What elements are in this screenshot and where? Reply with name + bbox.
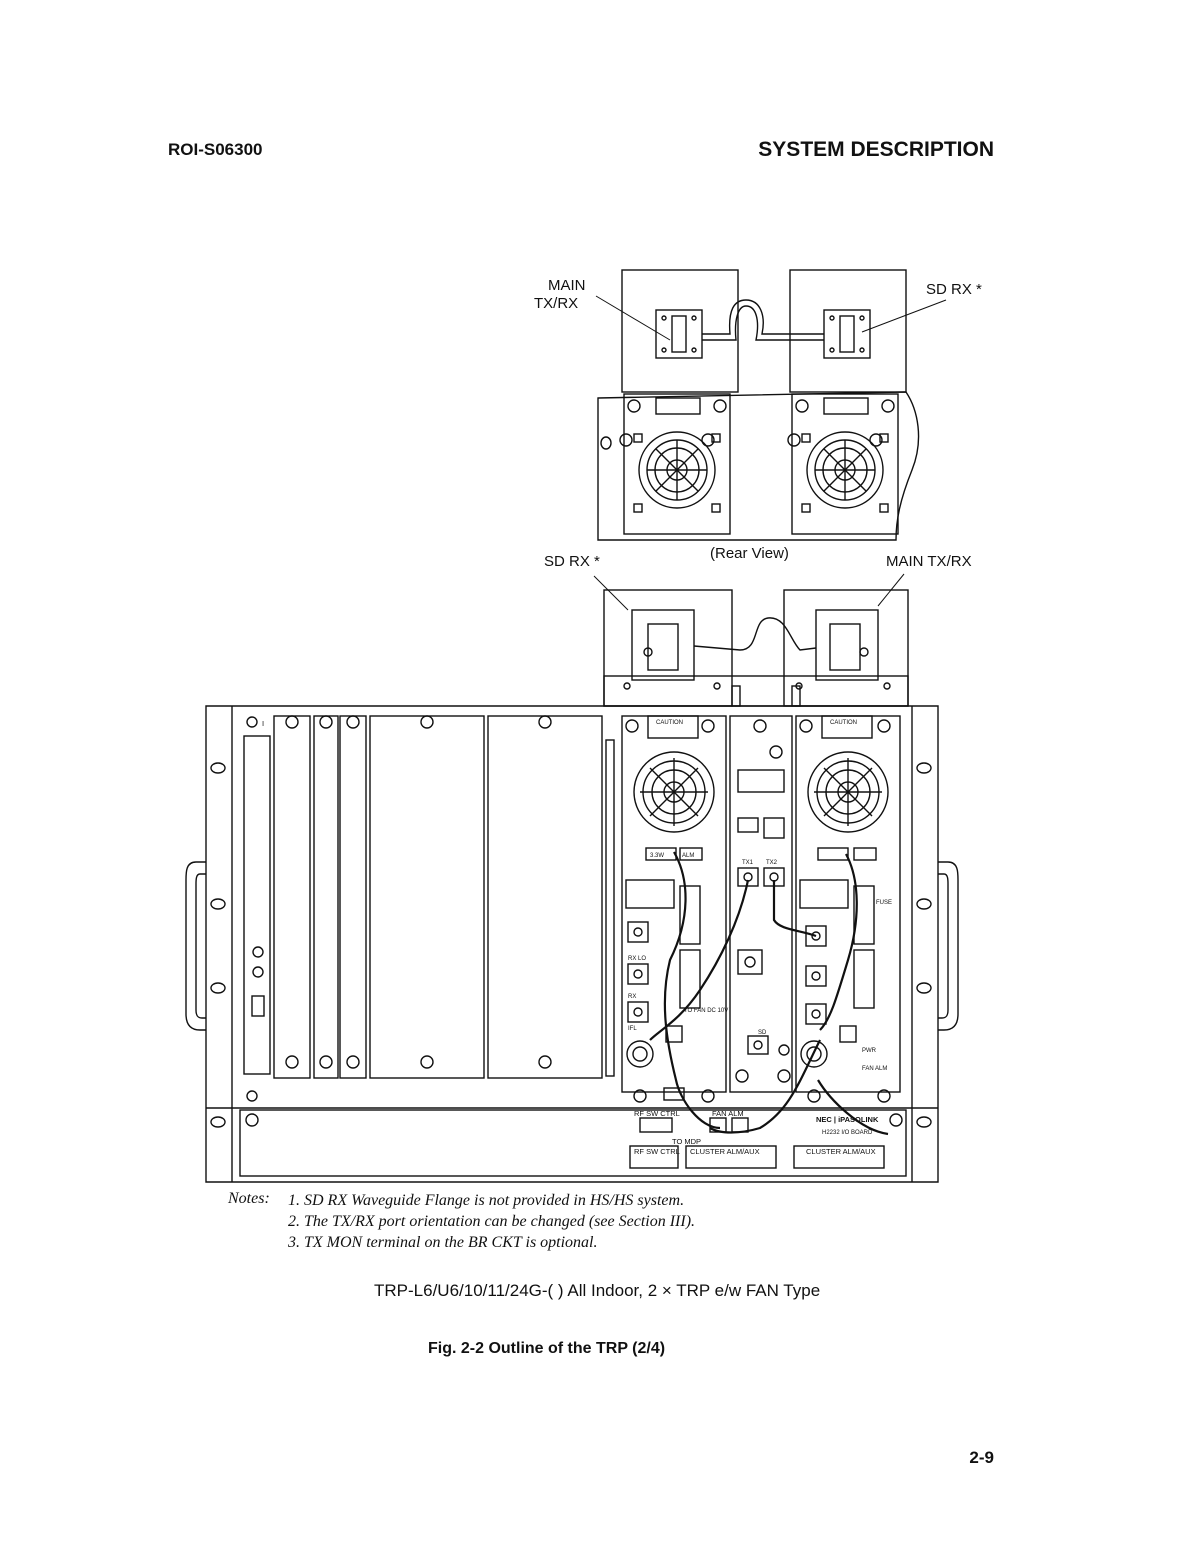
- trp-unit-2: CAUTION FUSE PWR FAN ALM: [795, 715, 901, 1103]
- svg-text:FAN ALM: FAN ALM: [862, 1066, 887, 1072]
- rear-fan-unit-right: [787, 393, 899, 535]
- main-waveguide-housing: [621, 269, 739, 393]
- svg-text:RX LO: RX LO: [628, 956, 646, 962]
- left-handle: [185, 861, 206, 1031]
- notes-list: 1. SD RX Waveguide Flange is not provide…: [288, 1190, 695, 1253]
- figure-caption: Fig. 2-2 Outline of the TRP (2/4): [428, 1340, 666, 1357]
- svg-text:TO FAN DC 10V: TO FAN DC 10V: [684, 1008, 728, 1014]
- rear-fan-unit-left: [619, 393, 731, 535]
- note-item: 3. TX MON terminal on the BR CKT is opti…: [288, 1234, 598, 1251]
- label-brand: NEC | iPASOLINK: [816, 1115, 879, 1124]
- page-number: 2-9: [969, 1448, 994, 1467]
- svg-text:TX2: TX2: [766, 860, 778, 866]
- sd-flange: [823, 309, 871, 359]
- label-sd-rx-top: SD RX *: [926, 281, 982, 298]
- label-rf-sw-ctrl-2: RF SW CTRL: [634, 1147, 680, 1156]
- sd-waveguide-housing: [789, 269, 907, 393]
- left-module-bay: I: [243, 715, 615, 1102]
- front-cables: [649, 851, 889, 1136]
- svg-text:PWR: PWR: [862, 1048, 877, 1054]
- right-handle: [938, 861, 959, 1031]
- svg-text:RX: RX: [628, 994, 636, 1000]
- svg-text:TX1: TX1: [742, 860, 754, 866]
- rear-view: MAIN TX/RX SD RX *: [534, 269, 982, 541]
- caution-label-1: CAUTION: [656, 720, 683, 726]
- shelf-frame: [185, 705, 959, 1183]
- section-title: SYSTEM DESCRIPTION: [758, 138, 994, 161]
- notes-label: Notes:: [228, 1190, 270, 1207]
- label-io-board: H2232 I/O BOARD: [822, 1130, 873, 1136]
- figure-subtitle: TRP-L6/U6/10/11/24G-( ) All Indoor, 2 × …: [374, 1281, 821, 1300]
- front-waveguide-section: [603, 589, 909, 707]
- svg-text:3.3W: 3.3W: [650, 853, 664, 859]
- document-id: ROI-S06300: [168, 140, 263, 159]
- svg-text:SD: SD: [758, 1030, 767, 1036]
- note-item: 1. SD RX Waveguide Flange is not provide…: [288, 1192, 685, 1209]
- svg-text:I: I: [262, 719, 264, 728]
- label-main-tx-rx-top-2: TX/RX: [534, 295, 578, 312]
- svg-text:ALM: ALM: [682, 853, 694, 859]
- label-fan-alm: FAN ALM: [712, 1109, 744, 1118]
- br-ckt-unit: TX1 TX2 SD: [729, 715, 793, 1093]
- label-main-tx-rx-mid: MAIN TX/RX: [886, 553, 972, 570]
- rear-cable: [702, 299, 824, 335]
- svg-text:IFL: IFL: [628, 1026, 637, 1032]
- label-cluster-alm-aux-2: CLUSTER ALM/AUX: [806, 1147, 876, 1156]
- label-rear-view: (Rear View): [710, 545, 789, 562]
- main-flange: [655, 309, 703, 359]
- rear-fan-chassis: [597, 391, 920, 541]
- label-sd-rx-mid: SD RX *: [544, 553, 600, 570]
- trp-unit-1: CAUTION 3.3W ALM RX LO RX IFL TO FAN DC …: [621, 715, 728, 1103]
- svg-text:FUSE: FUSE: [876, 900, 892, 906]
- label-to-mdp: TO MDP: [672, 1137, 701, 1146]
- label-main-tx-rx-top-1: MAIN: [548, 277, 586, 294]
- note-item: 2. The TX/RX port orientation can be cha…: [288, 1213, 696, 1230]
- io-board: RF SW CTRL FAN ALM TO MDP RF SW CTRL CLU…: [239, 1109, 907, 1177]
- trp-outline-diagram: MAIN TX/RX SD RX * SD RX * (Rear View) M…: [185, 269, 982, 1183]
- caution-label-2: CAUTION: [830, 720, 857, 726]
- label-rf-sw-ctrl: RF SW CTRL: [634, 1109, 680, 1118]
- label-cluster-alm-aux-1: CLUSTER ALM/AUX: [690, 1147, 760, 1156]
